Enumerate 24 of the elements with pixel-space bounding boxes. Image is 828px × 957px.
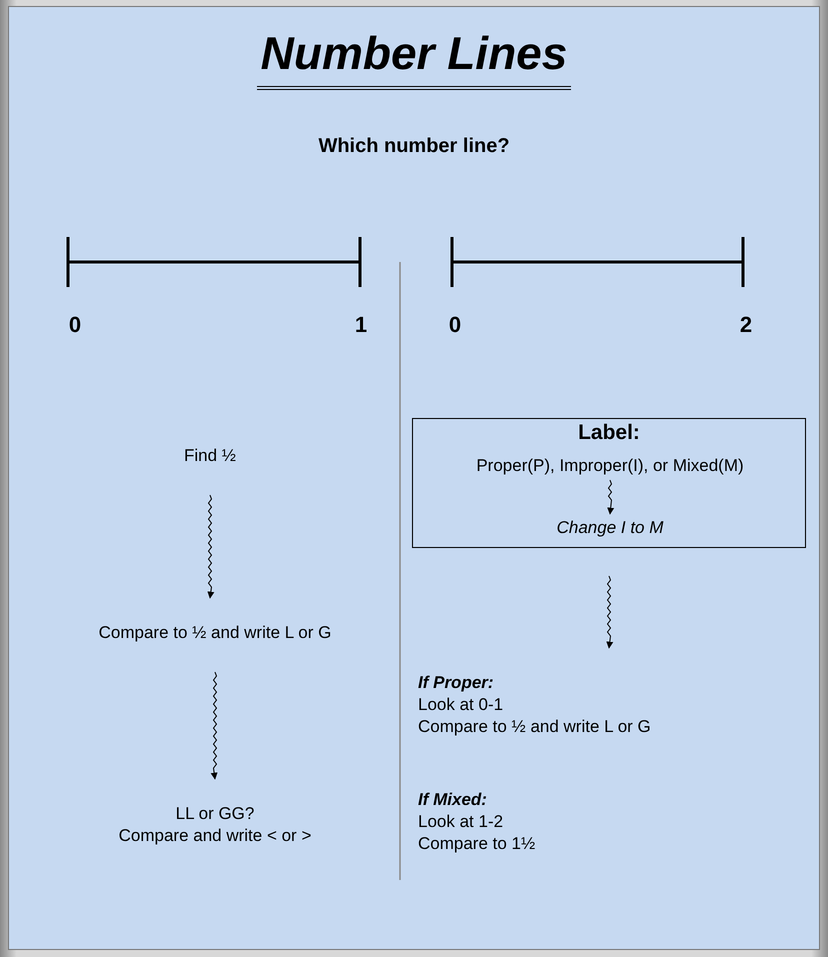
- instruction-text: Compare to ½ and write L or G: [418, 716, 651, 738]
- case-heading: If Proper:: [418, 672, 494, 694]
- box-heading: Label:: [578, 420, 640, 446]
- case-heading: If Mixed:: [418, 790, 487, 810]
- tick-label: 0: [448, 312, 462, 338]
- arrow: [210, 672, 218, 780]
- instruction-text: LL or GG?: [176, 803, 254, 825]
- label-box: [412, 418, 806, 548]
- instruction-text: Look at 0-1: [418, 694, 504, 716]
- instruction-text: Compare to 1½: [418, 834, 536, 854]
- tick-label: 0: [68, 312, 82, 338]
- title: Number Lines: [256, 26, 572, 90]
- tick-label: 2: [738, 312, 754, 338]
- category-text: Proper(P), Improper(I), or Mixed(M): [476, 455, 744, 478]
- arrow: [606, 576, 614, 649]
- instruction-text: Compare to ½ and write L or G: [98, 622, 332, 644]
- tick-label: 1: [354, 312, 368, 338]
- arrow: [207, 494, 214, 599]
- instruction-text: Compare and write < or >: [118, 825, 312, 848]
- instruction-text: Change I to M: [556, 517, 664, 540]
- subtitle: Which number line?: [317, 135, 511, 158]
- instruction-text: Find ½: [184, 445, 236, 468]
- arrow: [607, 480, 614, 515]
- instruction-text: Look at 1-2: [418, 812, 504, 832]
